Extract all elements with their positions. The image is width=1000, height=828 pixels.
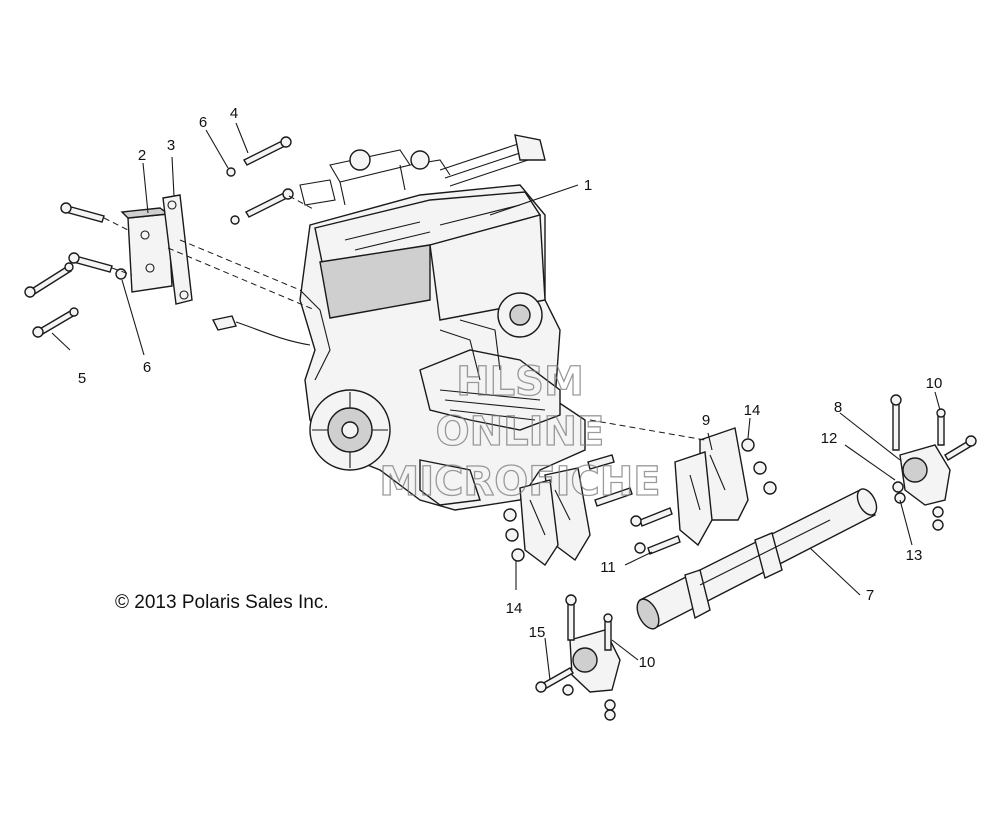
lower-isolator-mount — [535, 594, 621, 721]
bolt-group-left — [24, 202, 127, 338]
watermark-line-2: ONLINE — [436, 409, 605, 455]
callout-11: 11 — [600, 559, 616, 576]
callout-14-upper: 14 — [744, 402, 761, 419]
watermark: HLSM ONLINE MICROFICHE — [379, 358, 662, 505]
watermark-line-1: HLSM — [456, 359, 584, 405]
mount-bolts — [503, 438, 777, 562]
callout-14-lower: 14 — [506, 600, 523, 617]
callout-2: 2 — [138, 147, 146, 164]
callout-12: 12 — [821, 430, 838, 447]
callout-15: 15 — [529, 624, 546, 641]
link-plate — [162, 194, 193, 305]
callout-3: 3 — [167, 137, 175, 154]
leader-lines — [51, 122, 941, 681]
left-mount-bracket — [120, 207, 173, 293]
callout-10-lower: 10 — [639, 654, 656, 671]
bolt-group-top — [226, 136, 294, 225]
callout-13: 13 — [906, 547, 923, 564]
callout-4: 4 — [230, 105, 238, 122]
callout-1: 1 — [584, 177, 592, 194]
callout-9: 9 — [702, 412, 710, 429]
sensor-harness — [211, 315, 311, 346]
callout-labels: 1 2 3 4 5 6 6 7 8 9 10 10 11 12 13 14 14… — [78, 105, 943, 671]
mount-tube — [636, 488, 878, 630]
right-isolator-mount — [890, 394, 977, 531]
callout-5: 5 — [78, 370, 86, 387]
copyright-notice: © 2013 Polaris Sales Inc. — [115, 592, 329, 613]
callout-6-bottom: 6 — [143, 359, 151, 376]
mount-plates — [519, 427, 749, 567]
engine-assembly — [299, 134, 586, 511]
callout-8: 8 — [834, 399, 842, 416]
callout-7: 7 — [866, 587, 874, 604]
callout-6-top: 6 — [199, 114, 207, 131]
callout-10-right: 10 — [926, 375, 943, 392]
watermark-line-3: MICROFICHE — [379, 459, 660, 505]
